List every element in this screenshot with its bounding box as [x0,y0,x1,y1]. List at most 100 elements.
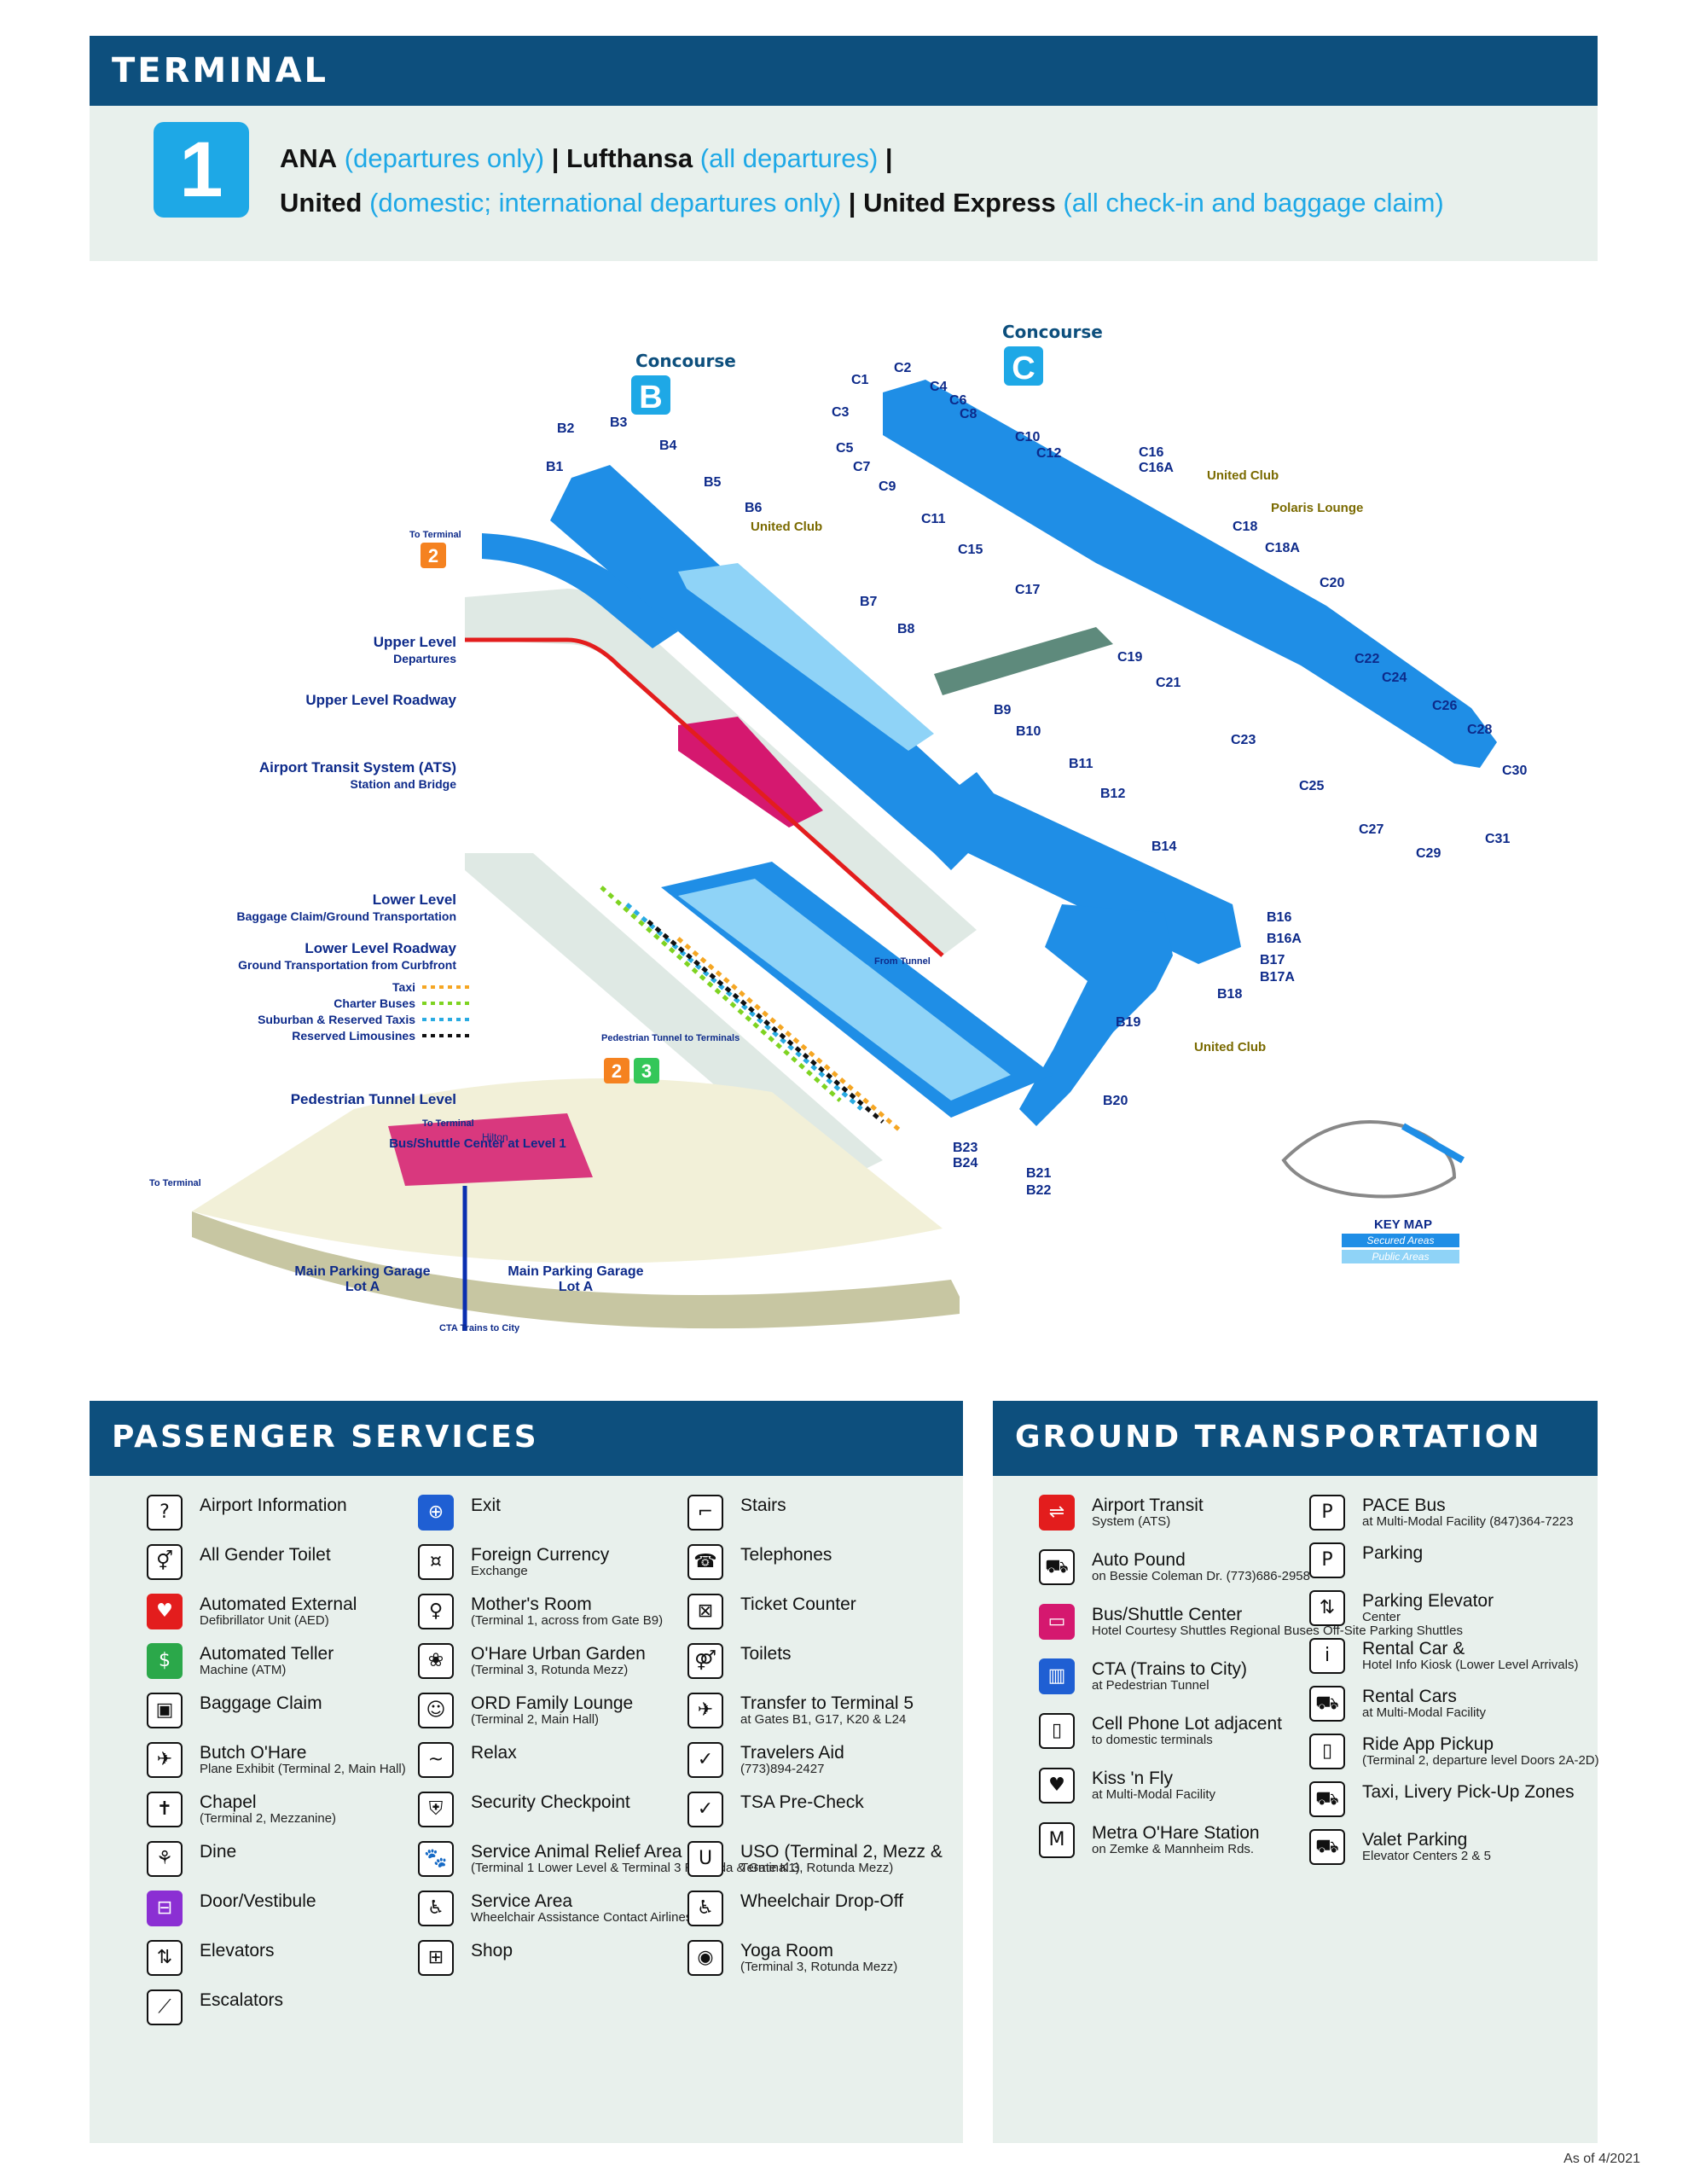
legend-item-label: Exit [471,1496,502,1515]
question-icon: ? [147,1495,183,1531]
legend-item-sublabel: on Bessie Coleman Dr. (773)686-2958 [1092,1569,1310,1583]
airline-separator: | [878,143,893,173]
taxi-livery-icon: ⛟ [1309,1781,1345,1817]
legend-item-sublabel: to domestic terminals [1092,1733,1213,1747]
gate-label-c30: C30 [1502,764,1527,778]
gate-label-c3: C3 [832,405,850,420]
gate-label-b17a: B17A [1260,970,1295,985]
united-club-c16: United Club [1207,468,1279,483]
legend-item-label: Service Area [471,1891,573,1911]
airline-name: United [280,188,363,218]
gate-label-b11: B11 [1069,757,1093,771]
to-terminal-label-tunnel: To Terminal [422,1118,474,1129]
legend-item-label: Airport Information [200,1496,347,1515]
from-tunnel-label: From Tunnel [874,956,931,967]
ped-tunnel-t2-badge [604,1058,629,1083]
legend-item-label: Relax [471,1743,517,1763]
gate-label-c26: C26 [1432,699,1457,713]
passenger-services-title: PASSENGER SERVICES [112,1420,539,1455]
gate-label-c29: C29 [1416,846,1441,861]
concourse-b-title: Concourse [635,351,736,371]
bus-shuttle-center-label: Bus/Shuttle Center at Level 1 [389,1136,566,1151]
legend-item-sublabel: at Multi-Modal Facility (847)364-7223 [1362,1514,1574,1529]
as-of-date: As of 4/2021 [1563,2152,1640,2166]
legend-item-sublabel: (Terminal 3, Rotunda Mezz) [740,1960,898,1974]
ride-app-icon: ▯ [1309,1734,1345,1769]
gate-label-c10: C10 [1015,430,1040,444]
metra-icon: M [1039,1822,1075,1858]
key-map: KEY MAP Secured Areas Public Areas [1281,1120,1465,1263]
animal-relief-icon: 🐾 [418,1841,454,1877]
legend-item-label: Rental Cars [1362,1687,1457,1706]
legend-item-label: Yoga Room [740,1941,833,1960]
aed-icon: ♥ [147,1594,183,1629]
passenger-services-panel [90,1476,963,2143]
legend-item-label: Kiss 'n Fly [1092,1769,1174,1788]
legend-item-sublabel: Defibrillator Unit (AED) [200,1613,329,1628]
legend-item-label: All Gender Toilet [200,1545,331,1565]
airline-name: ANA [280,143,338,173]
ped-tunnel-t3-badge [634,1058,659,1083]
airline-note: (all departures) [699,143,879,173]
legend-item-sublabel: at Gates B1, G17, K20 & L24 [740,1712,907,1727]
gate-label-c28: C28 [1467,723,1492,737]
bus-shuttle-center-area [388,1113,593,1186]
legend-item-label: Bus/Shuttle Center [1092,1605,1243,1624]
gate-label-b17: B17 [1260,953,1285,967]
bus-shuttle-icon: ▭ [1039,1604,1075,1640]
polaris-lounge: Polaris Lounge [1271,501,1363,515]
gate-label-c21: C21 [1156,676,1180,690]
urban-garden-icon: ❀ [418,1643,454,1679]
door-vestibule-icon: ⊟ [147,1891,183,1926]
currency-exchange-icon: ¤ [418,1544,454,1580]
gate-label-c23: C23 [1231,733,1256,747]
gate-label-c1: C1 [851,373,869,387]
legend-item-label: Telephones [740,1545,832,1565]
travelers-aid-icon: ✓ [687,1742,723,1778]
main-parking-garage-right: Main Parking Garage [508,1264,643,1279]
legend-item-label: Butch O'Hare [200,1743,307,1763]
united-club-b6: United Club [751,520,822,534]
to-terminal-label-3: To Terminal [149,1178,201,1188]
label-lower-roadway: Lower Level Roadway [305,940,456,956]
legend-item-label: Metra O'Hare Station [1092,1823,1260,1843]
legend-item-sublabel: Exchange [471,1564,528,1578]
legend-item-label: Parking [1362,1543,1424,1563]
ats-station [678,717,823,828]
cell-phone-lot-icon: ▯ [1039,1713,1075,1749]
parking-icon: P [1309,1542,1345,1578]
ped-tunnel-t3-number: 3 [641,1060,652,1082]
plane-exhibit-icon: ✈ [147,1742,183,1778]
legend-item-label: Taxi, Livery Pick-Up Zones [1362,1782,1575,1802]
legend-item-label: Escalators [200,1990,284,2010]
legend-item-label: Dine [200,1842,237,1862]
gate-label-c2: C2 [894,361,912,375]
terminal-title: TERMINAL [112,51,329,90]
terminal-header-bar: TERMINAL [90,36,1598,106]
escalator-icon: ⟋ [147,1989,183,2025]
bridge-to-terminal-2 [482,533,678,648]
relax-icon: ~ [418,1742,454,1778]
ground-transportation-panel [993,1476,1598,2143]
tunnel-level-edge [192,1211,960,1329]
legend-item-label: Airport Transit [1092,1496,1204,1515]
legend-item-label: Elevators [200,1941,275,1960]
legend-item-label: Shop [471,1941,513,1960]
legend-item-label: CTA (Trains to City) [1092,1659,1248,1679]
terminal-number-badge: 1 [154,122,249,218]
airline-note: (all check-in and baggage claim) [1063,188,1444,218]
gate-label-c15: C15 [958,543,983,557]
legend-item-label: Wheelchair Drop-Off [740,1891,904,1911]
concourse-c-letter: C [1012,351,1035,386]
toilets-icon: ⚤ [687,1643,723,1679]
gate-label-c25: C25 [1299,779,1324,793]
shop-icon: ⊞ [418,1940,454,1976]
gate-label-c7: C7 [853,460,871,474]
label-lower-level: Lower Level [373,892,456,908]
upper-roadway-shape [465,589,977,956]
legend-item-sublabel: (773)894-2427 [740,1762,825,1776]
gate-label-b5: B5 [704,475,722,490]
gate-label-b8: B8 [897,622,915,636]
legend-item-sublabel: (Terminal 3, Rotunda Mezz) [471,1663,629,1677]
